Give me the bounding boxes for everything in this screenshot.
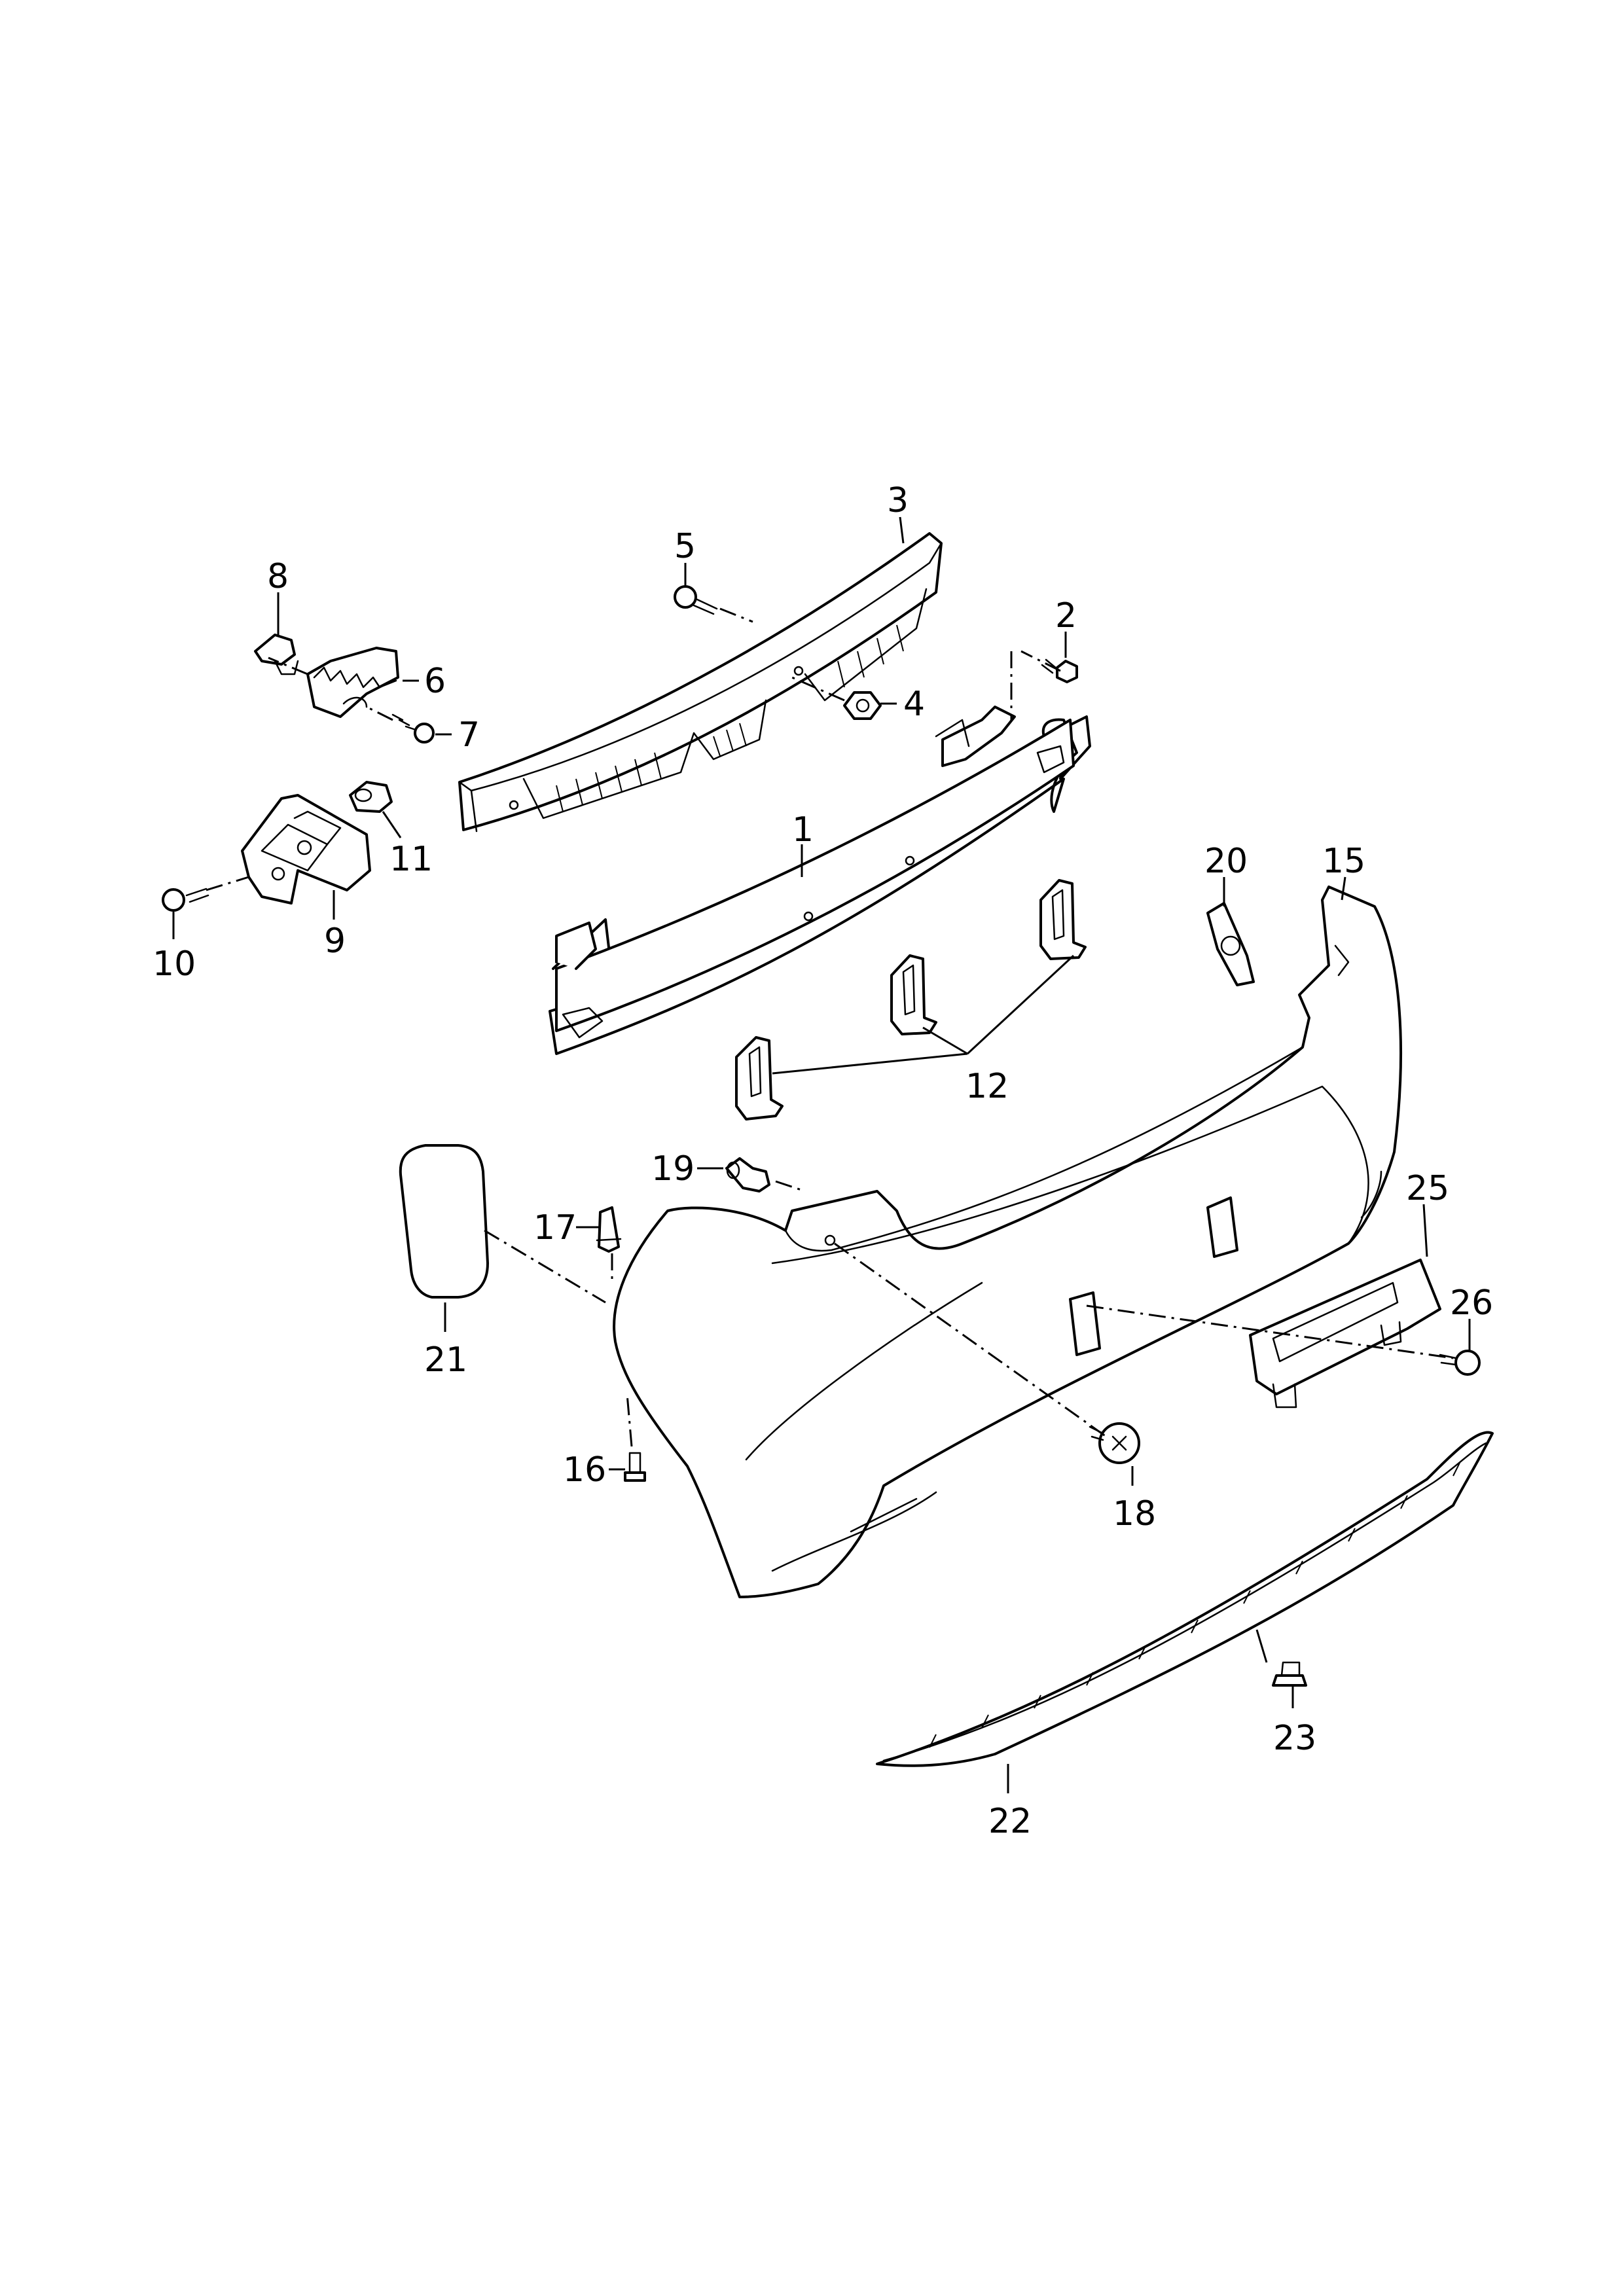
clip-11[interactable] — [349, 781, 393, 813]
callout-labels: 1 2 3 4 5 6 7 8 9 10 11 12 15 16 17 18 1… — [153, 481, 1493, 1841]
callout-1: 1 — [792, 810, 814, 850]
callout-19: 19 — [651, 1149, 695, 1189]
bumper-reinforcement[interactable] — [549, 706, 1091, 1055]
screw-5[interactable] — [674, 585, 718, 615]
clip-19[interactable] — [725, 1157, 770, 1193]
callout-8: 8 — [267, 557, 289, 596]
cover-plate-21[interactable] — [399, 1144, 489, 1299]
callout-12: 12 — [965, 1067, 1009, 1106]
expanding-nut-17[interactable] — [596, 1206, 622, 1253]
callout-6: 6 — [424, 662, 446, 701]
callout-17: 17 — [533, 1208, 577, 1247]
callout-21: 21 — [424, 1340, 467, 1380]
lower-diffuser[interactable] — [876, 1431, 1494, 1767]
clip-23[interactable] — [1272, 1661, 1307, 1687]
assembly-lines — [206, 607, 1454, 1447]
callout-11: 11 — [389, 840, 433, 879]
clip-nut-20[interactable] — [1206, 902, 1255, 986]
screw-10[interactable] — [162, 888, 209, 912]
bolt-2[interactable] — [1041, 658, 1078, 683]
callout-23: 23 — [1273, 1719, 1316, 1758]
clip-8[interactable] — [254, 634, 299, 675]
screw-7[interactable] — [391, 713, 435, 744]
callout-2: 2 — [1055, 596, 1077, 636]
callout-9: 9 — [324, 922, 346, 961]
clip-12[interactable] — [735, 879, 1087, 1121]
callout-22: 22 — [988, 1802, 1032, 1841]
screw-16[interactable] — [624, 1452, 646, 1482]
callout-15: 15 — [1322, 842, 1365, 881]
callout-4: 4 — [903, 685, 925, 724]
nut-4[interactable] — [843, 691, 882, 720]
side-bracket-9[interactable] — [241, 794, 371, 905]
callout-25: 25 — [1406, 1169, 1449, 1208]
callout-18: 18 — [1113, 1494, 1156, 1534]
callout-16: 16 — [563, 1450, 606, 1490]
leader-lines — [172, 516, 1471, 1793]
callout-10: 10 — [153, 944, 196, 984]
callout-5: 5 — [674, 527, 696, 566]
license-bracket-25[interactable] — [1249, 1259, 1441, 1408]
bumper-cover[interactable] — [613, 886, 1402, 1598]
callout-26: 26 — [1450, 1283, 1493, 1323]
energy-absorber[interactable] — [458, 532, 943, 833]
callout-7: 7 — [458, 715, 480, 755]
callout-3: 3 — [887, 481, 909, 520]
screw-26[interactable] — [1439, 1350, 1481, 1376]
callout-20: 20 — [1204, 842, 1248, 881]
guide-bracket-6[interactable] — [306, 647, 399, 718]
